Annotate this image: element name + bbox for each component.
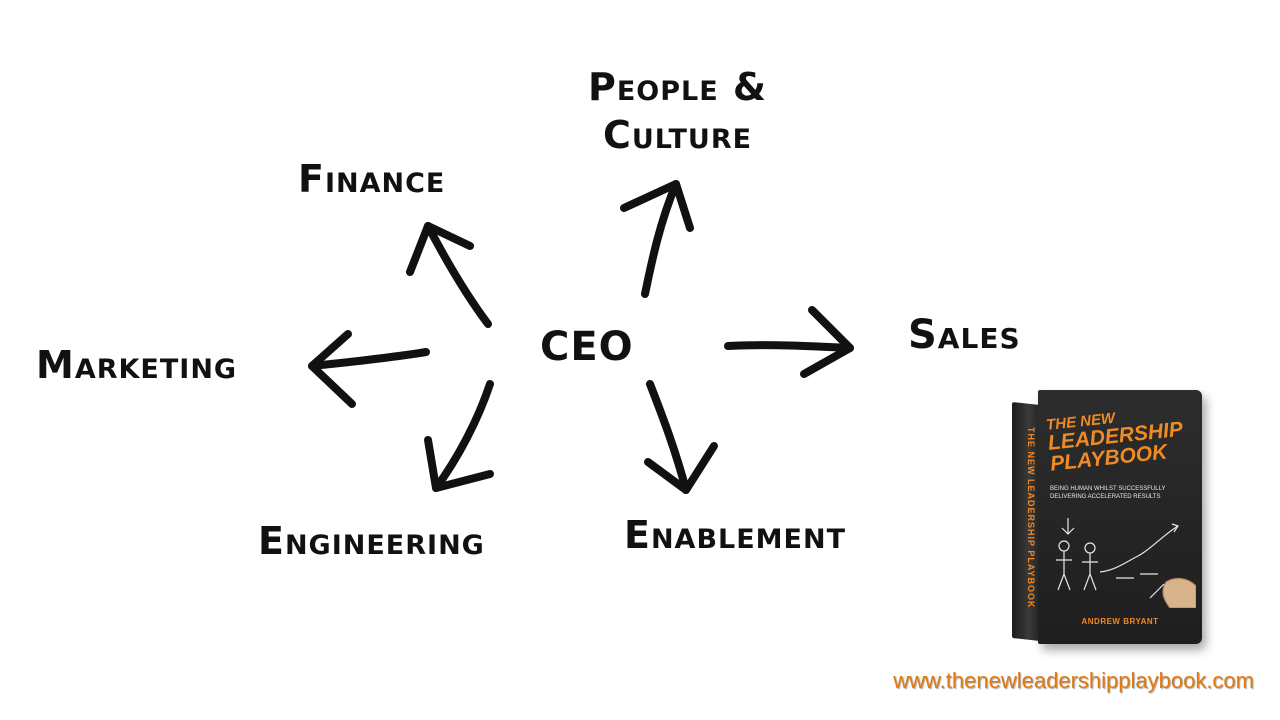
- arrow-to-marketing: [308, 348, 430, 370]
- arrow-to-people: [641, 180, 680, 298]
- node-people-line2: Culture: [602, 112, 753, 157]
- book-cover-illustration: [1056, 518, 1196, 608]
- node-finance: Finance: [298, 157, 446, 201]
- arrow-to-sales: [724, 341, 854, 352]
- node-engineering: Engineering: [258, 519, 485, 563]
- arrowhead-sales: [800, 306, 854, 378]
- arrowhead-marketing: [308, 330, 356, 408]
- arrowhead-people: [620, 180, 694, 232]
- book-title: THE NEW LEADERSHIP PLAYBOOK: [1045, 402, 1200, 476]
- arrowhead-enablement: [644, 442, 718, 494]
- book-subtitle-line1: BEING HUMAN WHILST SUCCESSFULLY: [1050, 486, 1166, 492]
- arrow-to-enablement: [646, 380, 690, 494]
- book-front-cover: THE NEW LEADERSHIP PLAYBOOK BEING HUMAN …: [1038, 390, 1202, 644]
- node-ceo: CEO: [540, 324, 634, 370]
- node-people-culture: People & Culture: [588, 64, 767, 159]
- node-enablement: Enablement: [624, 513, 847, 557]
- book-subtitle-line2: DELIVERING ACCELERATED RESULTS: [1050, 493, 1161, 500]
- book-spine-title: THE NEW LEADERSHIP PLAYBOOK: [1026, 427, 1036, 609]
- arrowhead-engineering: [424, 436, 494, 492]
- node-sales: Sales: [908, 312, 1021, 358]
- arrowhead-finance: [406, 222, 474, 276]
- arrow-to-finance: [424, 222, 492, 328]
- book-author: ANDREW BRYANT: [1081, 617, 1159, 626]
- website-link[interactable]: www.thenewleadershipplaybook.com: [893, 668, 1254, 693]
- book-cover-image: THE NEW LEADERSHIP PLAYBOOK THE NEW LEAD…: [1012, 388, 1202, 650]
- node-people-line1: People &: [588, 65, 768, 109]
- node-marketing: Marketing: [36, 343, 238, 387]
- arrow-to-engineering: [432, 380, 494, 492]
- book-subtitle: BEING HUMAN WHILST SUCCESSFULLY DELIVERI…: [1050, 486, 1195, 502]
